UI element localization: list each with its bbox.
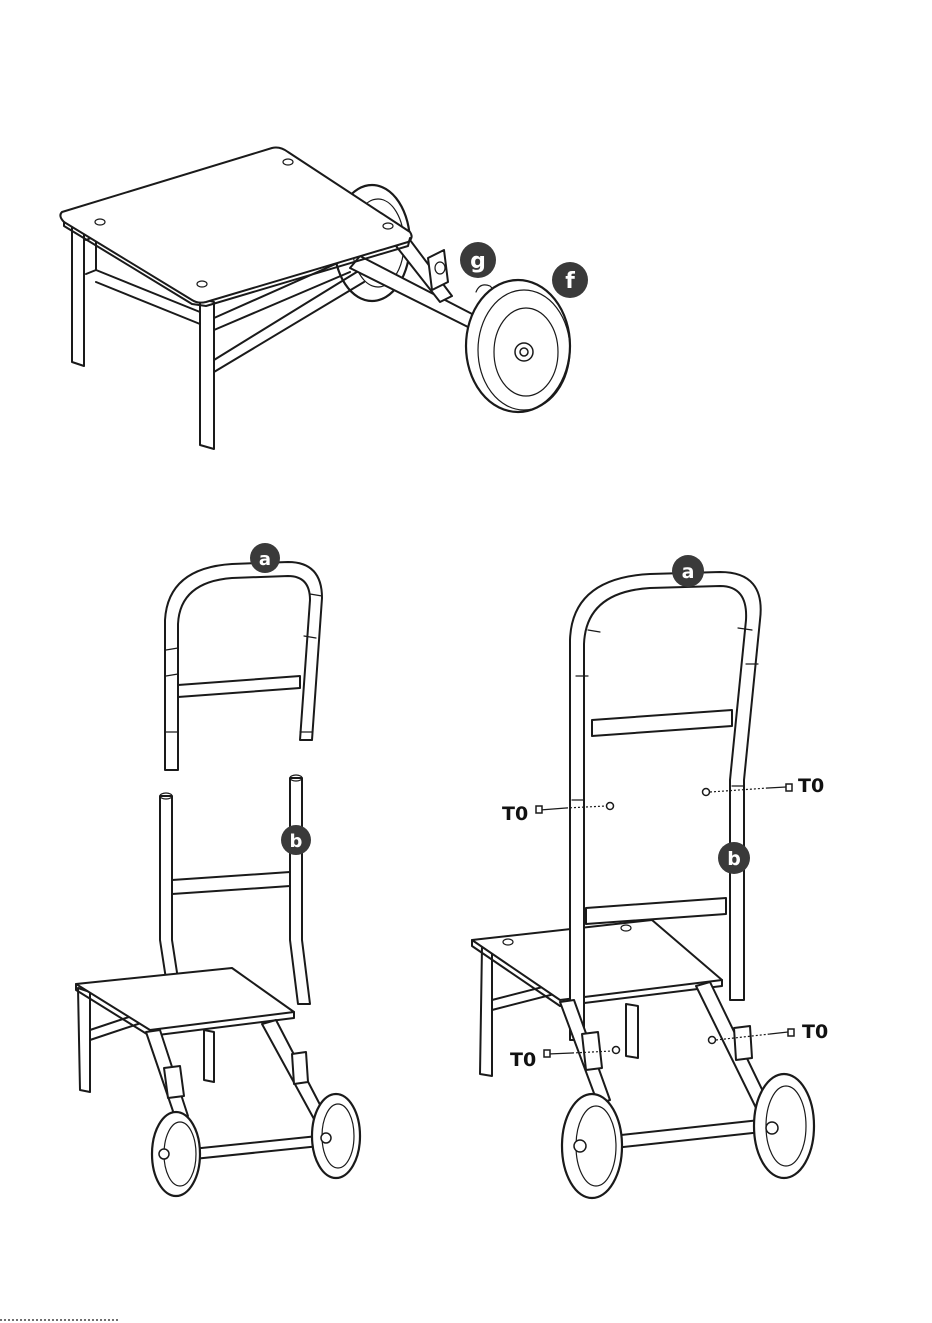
callout-b-assembled-text: b: [727, 848, 741, 870]
callout-b: b: [281, 825, 311, 855]
callout-b-text: b: [290, 831, 303, 852]
axle-and-wheels: [560, 982, 814, 1198]
callout-g: g: [460, 242, 496, 278]
callout-a-assembled-text: a: [682, 561, 695, 583]
base-with-wheels: [76, 968, 360, 1196]
fastener-label-bottom-right: T0: [802, 1021, 828, 1043]
upper-handle-a: [165, 562, 322, 770]
fastener-label-top-left: T0: [502, 803, 528, 825]
fastener-label-top-right: T0: [798, 775, 824, 797]
figure-2-exploded-handle: a b: [76, 543, 360, 1196]
callout-g-text: g: [470, 249, 486, 274]
figure-1-base-with-wheels: g f: [60, 148, 588, 450]
front-wheel: [466, 280, 570, 412]
callout-a: a: [250, 543, 280, 573]
callout-f: f: [552, 262, 588, 298]
callout-f-text: f: [565, 269, 575, 294]
callout-b-assembled: b: [718, 842, 750, 874]
figure-3-assembled-trolley: T0 T0 T0 T0 a b: [472, 555, 828, 1198]
callout-a-assembled: a: [672, 555, 704, 587]
callout-a-text: a: [259, 549, 271, 570]
fastener-label-bottom-left: T0: [510, 1049, 536, 1071]
